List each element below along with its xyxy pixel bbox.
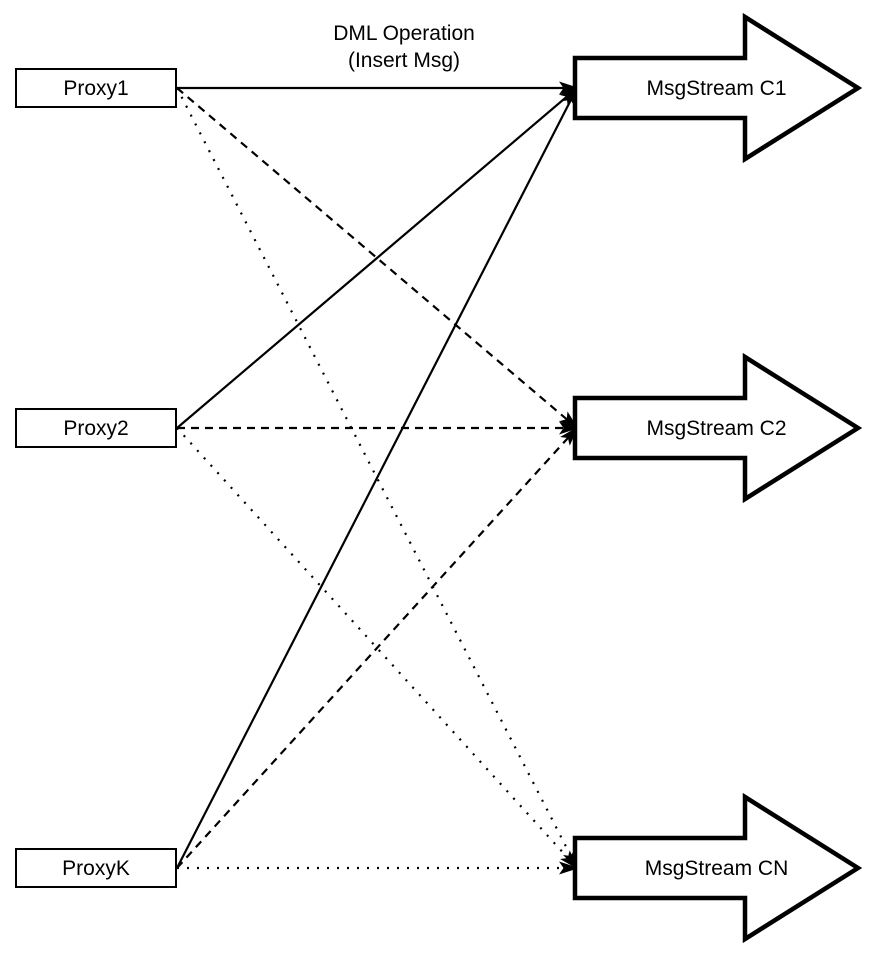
edge-annotation: DML Operation (Insert Msg) [254,20,554,74]
edge-proxy1-cn-dotted [176,87,578,870]
edge-proxyk-c2-dashed [176,426,579,869]
edge-annotation-line2: (Insert Msg) [347,49,460,72]
edge-proxyk-c1-solid [176,86,578,869]
node-proxy2: Proxy2 [15,408,177,448]
node-proxyk: ProxyK [15,848,177,888]
node-proxy1: Proxy1 [15,68,177,108]
node-proxy1-label: Proxy1 [63,76,129,100]
msgstream-cn-arrow-shape [572,792,863,944]
edge-proxy1-c2-dashed [176,87,579,430]
msgstream-c1-arrow-shape [572,12,863,164]
node-proxy2-label: Proxy2 [63,416,129,440]
node-proxyk-label: ProxyK [62,856,130,880]
edge-annotation-line1: DML Operation [333,22,475,45]
msgstream-c2-arrow-shape [572,352,863,504]
edge-proxy2-c1-solid [176,86,579,429]
